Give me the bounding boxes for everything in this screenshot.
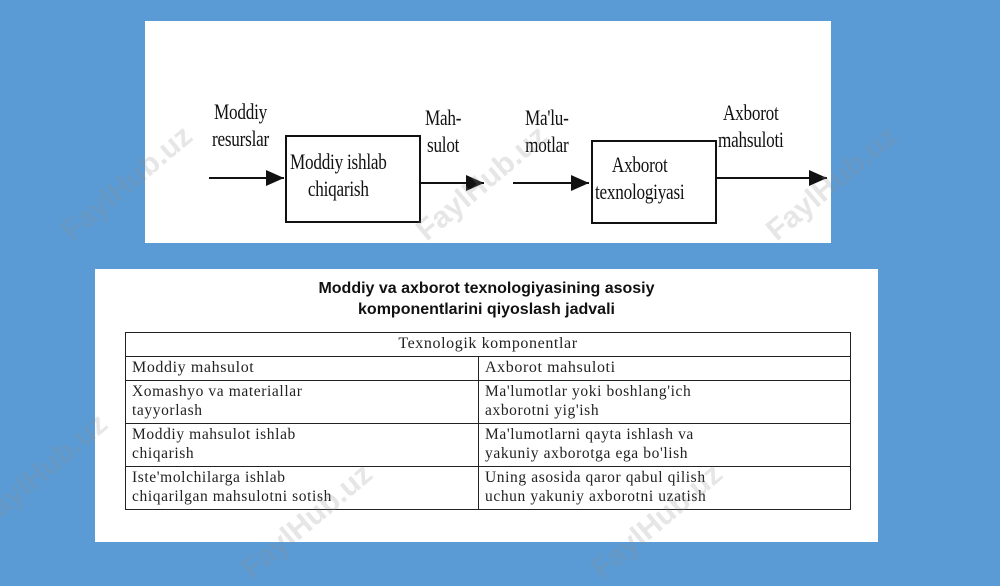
label-material-resources: Moddiy resurslar — [212, 99, 269, 151]
comparison-panel: Moddiy va axborot texnologiyasining asos… — [95, 269, 878, 542]
column-header-material: Moddiy mahsulot — [125, 356, 479, 381]
table-title-line-2: komponentlarini qiyoslash jadvali — [358, 301, 615, 318]
process-diagram: Moddiy resurslar Moddiy ishlab chiqarish… — [145, 21, 831, 243]
process-box-material — [285, 135, 421, 223]
label-information-product: Axborot mahsuloti — [718, 100, 784, 152]
label-material-production: Moddiy ishlab chiqarish — [290, 149, 387, 201]
label-information-technology: Axborot texnologiyasi — [595, 152, 685, 204]
label-data-input: Ma'lu- motlar — [525, 105, 569, 157]
table-title-line-1: Moddiy va axborot texnologiyasining asos… — [318, 280, 655, 297]
column-header-information: Axborot mahsuloti — [478, 356, 851, 381]
comparison-table: Texnologik komponentlar Moddiy mahsulot … — [125, 332, 851, 510]
diagram-arrows — [209, 170, 827, 191]
label-product: Mah- sulot — [425, 105, 462, 157]
table-header: Texnologik komponentlar — [125, 332, 851, 357]
process-box-information — [591, 140, 717, 224]
